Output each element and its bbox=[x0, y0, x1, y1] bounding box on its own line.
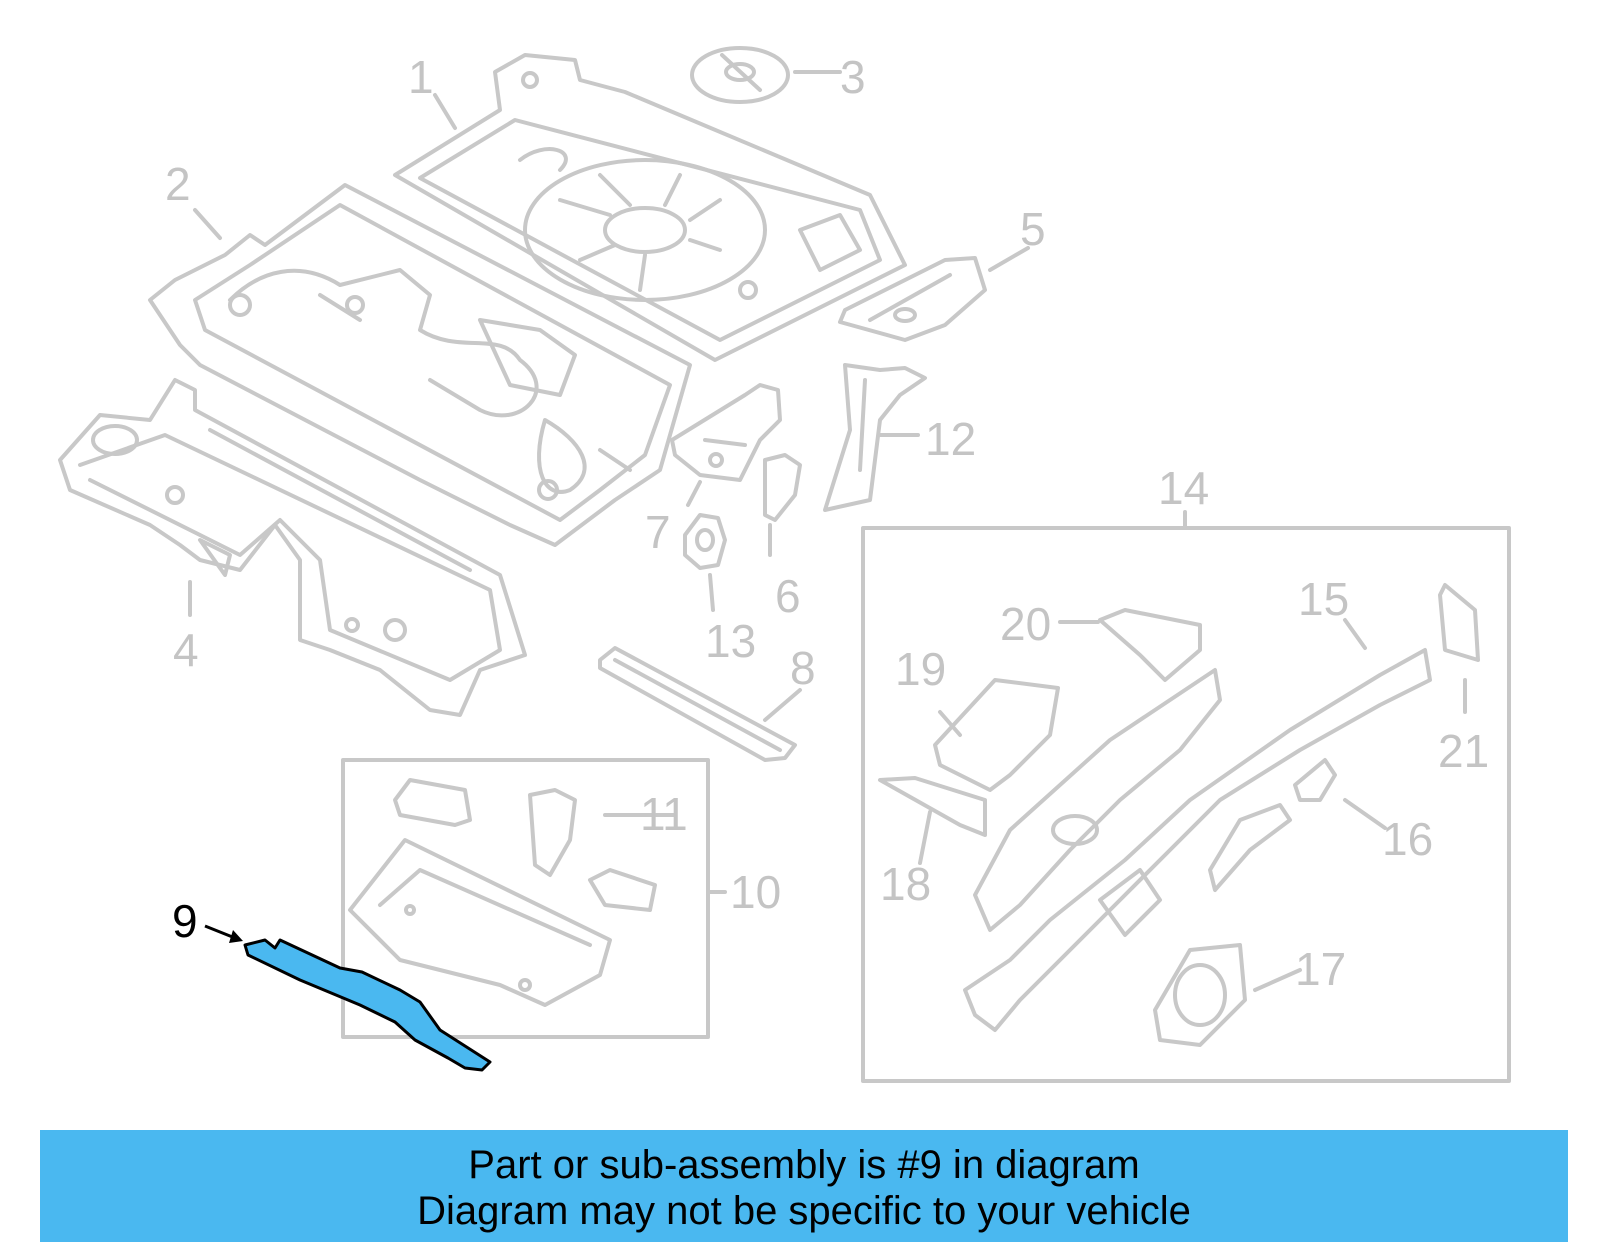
part-5-bracket bbox=[838, 256, 987, 342]
callout-1: 1 bbox=[408, 51, 434, 103]
part-3-cover bbox=[690, 46, 790, 104]
callout-17: 17 bbox=[1295, 943, 1346, 995]
callout-5: 5 bbox=[1020, 203, 1046, 255]
callout-10: 10 bbox=[730, 866, 781, 918]
callout-11: 11 bbox=[640, 788, 688, 840]
part-7-bracket bbox=[670, 383, 782, 482]
callout-20: 20 bbox=[1000, 598, 1051, 650]
part-9-highlighted bbox=[204, 924, 492, 1072]
callout-13: 13 bbox=[705, 615, 756, 667]
group-10-box bbox=[341, 758, 710, 1039]
leader-lines bbox=[188, 70, 1467, 992]
info-banner: Part or sub-assembly is #9 in diagram Di… bbox=[40, 1130, 1568, 1242]
callout-6: 6 bbox=[775, 570, 801, 622]
part-8-rail bbox=[598, 646, 797, 762]
callout-8: 8 bbox=[790, 642, 816, 694]
callout-19: 19 bbox=[895, 643, 946, 695]
part-4-crossmember bbox=[58, 378, 527, 717]
callout-14: 14 bbox=[1158, 462, 1209, 514]
callout-3: 3 bbox=[840, 51, 866, 103]
banner-line-disclaimer: Diagram may not be specific to your vehi… bbox=[417, 1189, 1191, 1233]
callout-15: 15 bbox=[1298, 573, 1349, 625]
part-12-reinforcement bbox=[823, 363, 927, 512]
callout-7: 7 bbox=[645, 506, 671, 558]
part-1-rear-floor-pan bbox=[393, 53, 907, 362]
callout-2: 2 bbox=[165, 158, 191, 210]
part-13-bracket bbox=[683, 513, 727, 570]
callout-9: 9 bbox=[172, 895, 198, 947]
parts-diagram: 1 2 3 4 5 6 7 8 9 10 11 12 13 14 15 16 1… bbox=[58, 46, 1511, 1083]
callout-16: 16 bbox=[1382, 813, 1433, 865]
callout-21: 21 bbox=[1438, 725, 1489, 777]
callout-labels: 1 2 3 4 5 6 7 8 9 10 11 12 13 14 15 16 1… bbox=[165, 51, 1489, 995]
callout-4: 4 bbox=[173, 624, 199, 676]
callout-18: 18 bbox=[880, 858, 931, 910]
group-14-box bbox=[861, 510, 1511, 1083]
part-6-bracket bbox=[763, 453, 802, 522]
callout-12: 12 bbox=[925, 413, 976, 465]
banner-line-part-number: Part or sub-assembly is #9 in diagram bbox=[468, 1143, 1140, 1187]
part-2-floor-assembly bbox=[148, 183, 692, 547]
